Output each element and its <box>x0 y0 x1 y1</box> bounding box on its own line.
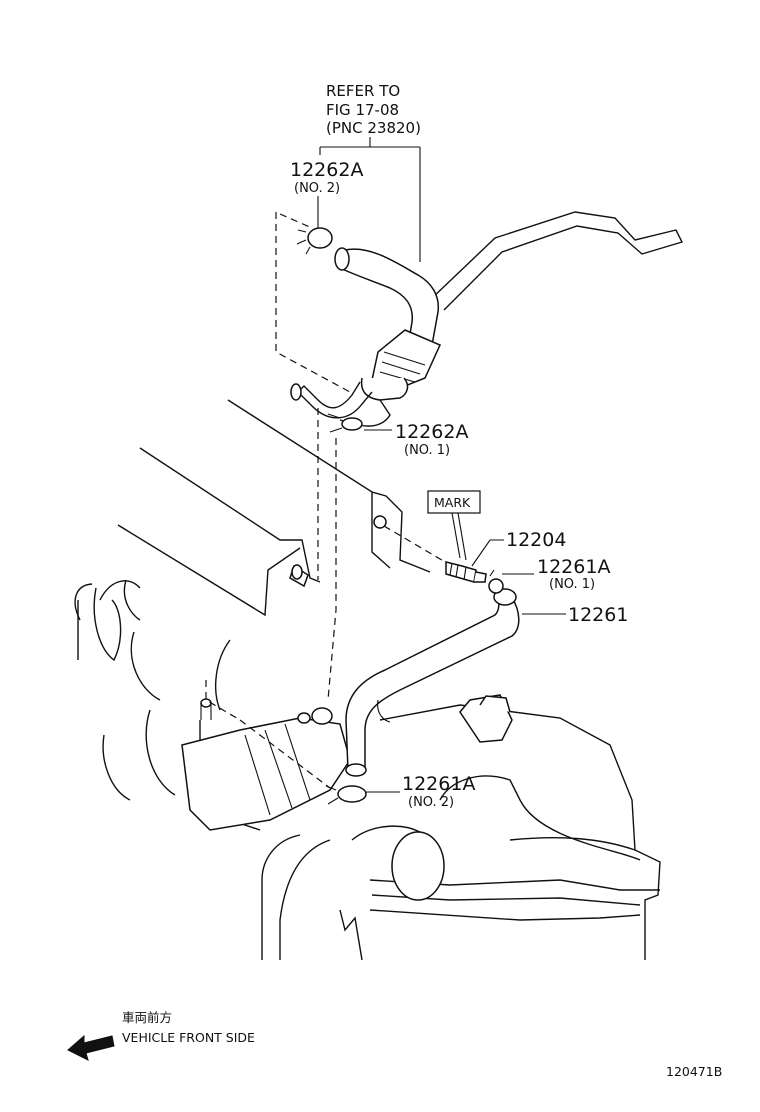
front-label-jp: 車両前方 <box>122 1010 172 1025</box>
part-number-label: 12262A <box>395 421 468 443</box>
refer-line-3: (PNC 23820) <box>326 119 421 137</box>
upper-hose-assembly <box>290 211 683 427</box>
callout-12261a-no2[interactable]: 12261A (NO. 2) <box>366 773 475 810</box>
hose-clip-no1-right <box>488 569 504 594</box>
vehicle-front-indicator: 車両前方 VEHICLE FRONT SIDE <box>67 1010 255 1061</box>
part-number-label: 12261 <box>568 604 628 626</box>
part-sub-label: (NO. 1) <box>404 443 450 458</box>
hose-clip-no2-bottom <box>239 719 367 805</box>
callout-12204[interactable]: 12204 <box>471 529 566 567</box>
refer-line-2: FIG 17-08 <box>326 101 399 119</box>
callout-12261[interactable]: 12261 <box>522 604 628 626</box>
dashed-guides-top <box>275 212 351 701</box>
pcv-valve-12204 <box>445 561 487 583</box>
air-cleaner-box <box>261 694 661 961</box>
refer-note: REFER TO FIG 17-08 (PNC 23820) <box>319 82 421 262</box>
callout-12261a-no1[interactable]: 12261A (NO. 1) <box>502 556 610 592</box>
callout-12262a-no2[interactable]: 12262A (NO. 2) <box>290 159 363 228</box>
refer-line-1: REFER TO <box>326 82 400 100</box>
hose-clip-no2-top <box>296 227 333 255</box>
part-sub-label: (NO. 2) <box>294 181 340 196</box>
callout-12262a-no1[interactable]: 12262A (NO. 1) <box>364 421 468 458</box>
engine-head-outline <box>99 399 453 617</box>
part-sub-label: (NO. 1) <box>549 577 595 592</box>
part-number-label: 12261A <box>537 556 610 578</box>
mark-label: MARK <box>434 495 471 510</box>
hose-12261 <box>345 588 520 777</box>
arrow-left-icon <box>67 1034 115 1061</box>
figure-id: 120471B <box>666 1064 722 1079</box>
mark-box: MARK <box>427 490 481 561</box>
part-number-label: 12262A <box>290 159 363 181</box>
part-number-label: 12261A <box>402 773 475 795</box>
hose-clip-no1-middle <box>327 413 363 433</box>
part-sub-label: (NO. 2) <box>408 795 454 810</box>
engine-block-left <box>74 579 351 831</box>
front-label-en: VEHICLE FRONT SIDE <box>122 1030 255 1045</box>
part-number-label: 12204 <box>506 529 566 551</box>
